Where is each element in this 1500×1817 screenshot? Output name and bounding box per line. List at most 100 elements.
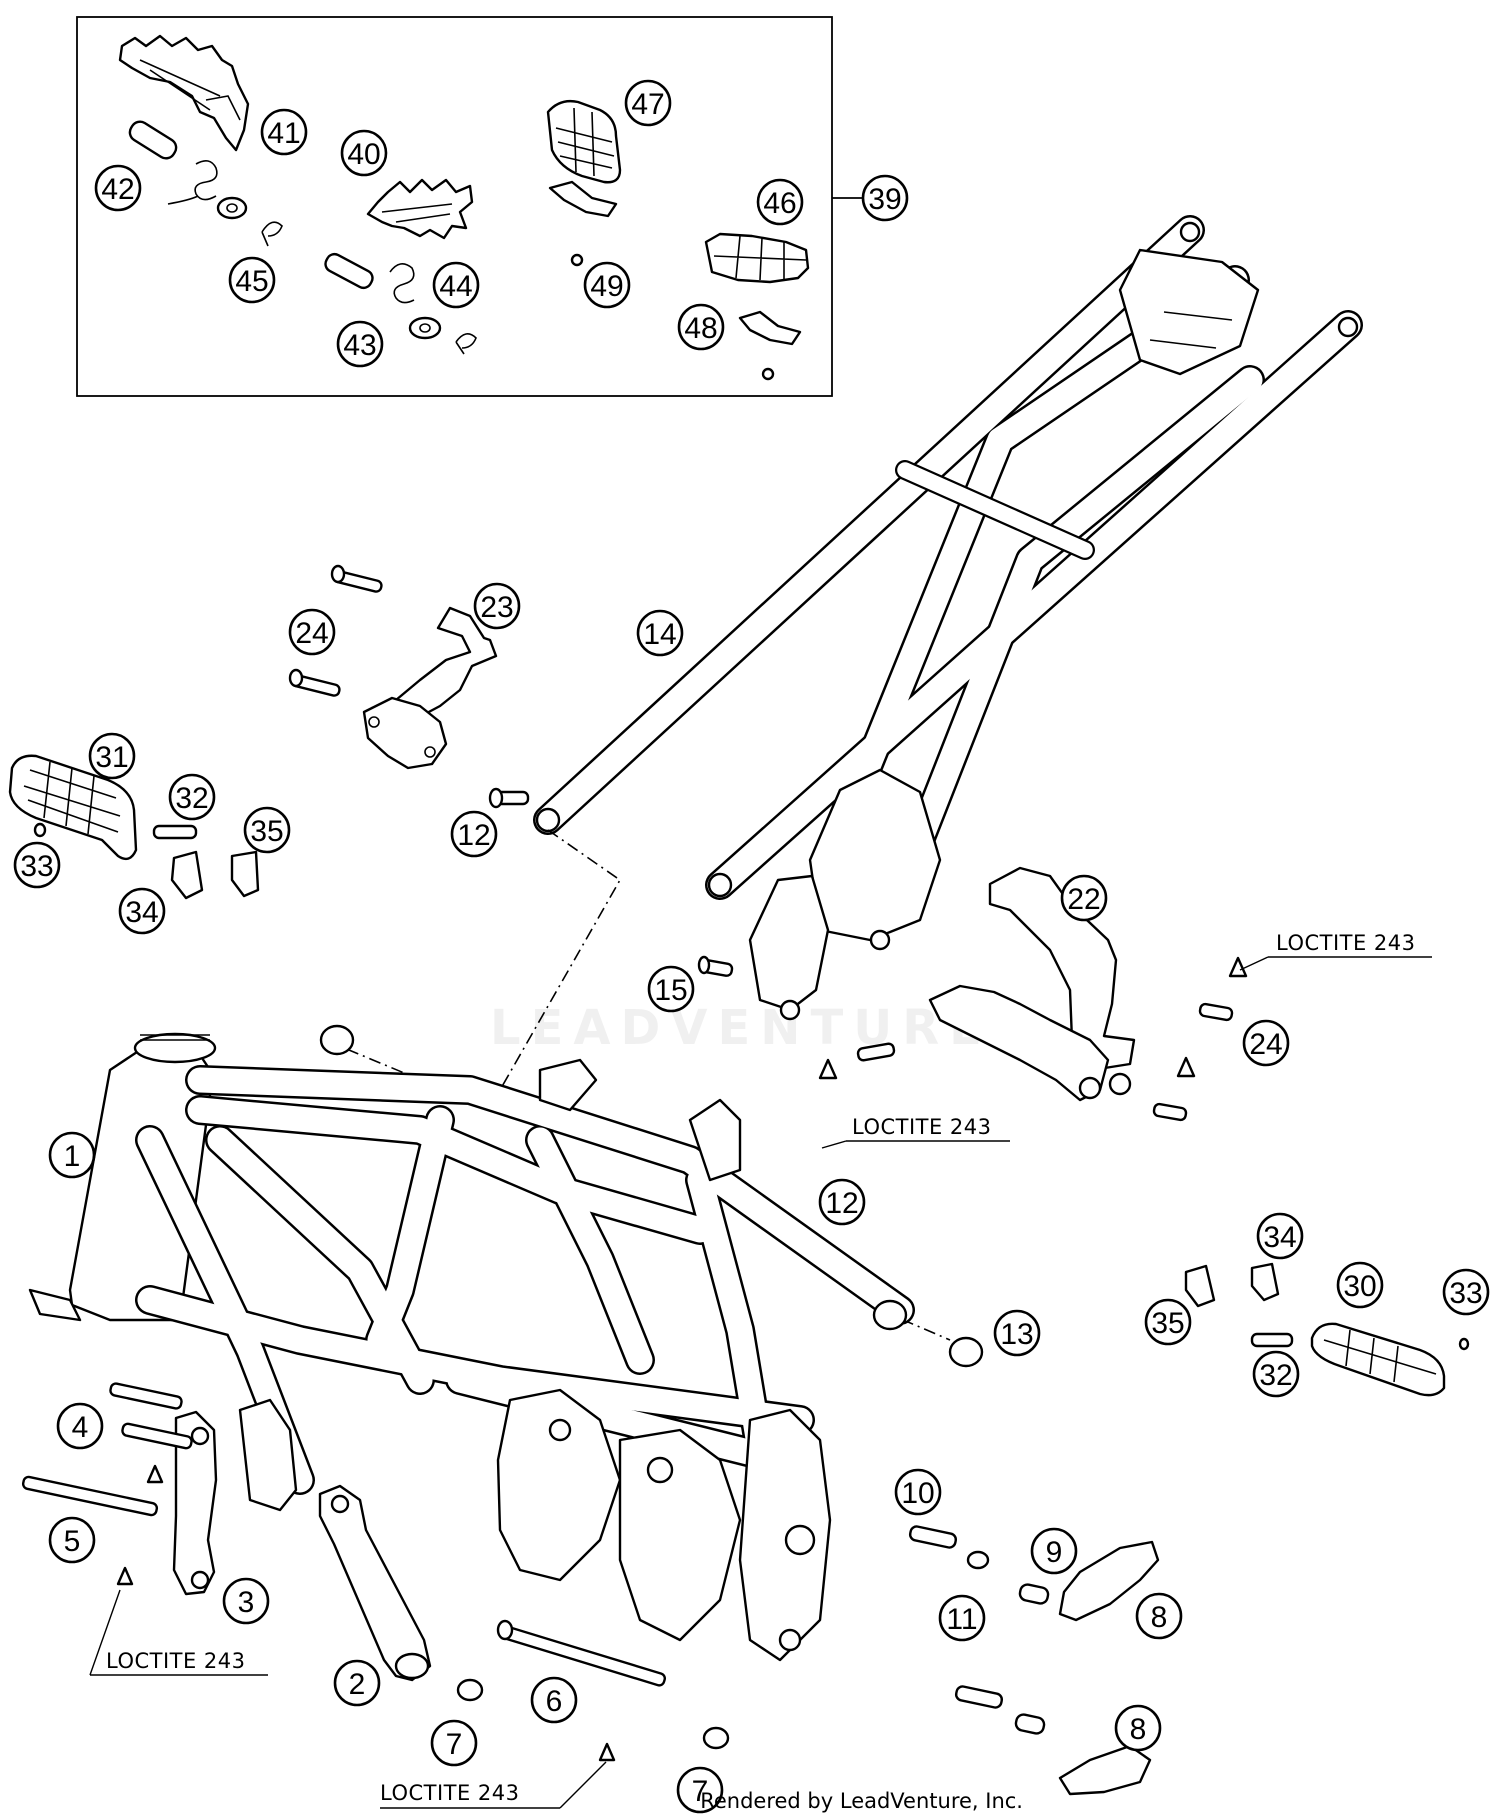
svg-text:34: 34	[125, 896, 158, 929]
svg-text:23: 23	[480, 591, 513, 624]
bolts-24-upper	[288, 564, 383, 697]
svg-text:48: 48	[684, 312, 717, 345]
passenger-footpeg-left	[8, 754, 260, 900]
bolts-4-5	[21, 1382, 193, 1586]
callout-2: 2	[333, 1659, 381, 1707]
assembly-line-cap	[324, 1039, 446, 1091]
plug-13	[948, 1336, 984, 1368]
svg-text:13: 13	[1000, 1318, 1033, 1351]
svg-text:32: 32	[175, 782, 208, 815]
callout-9: 9	[1030, 1527, 1078, 1575]
nuts-7	[456, 1678, 730, 1750]
svg-text:49: 49	[590, 270, 623, 303]
callout-31: 31	[88, 732, 136, 780]
bolt-12-upper	[488, 787, 530, 809]
svg-text:9: 9	[1046, 1536, 1063, 1569]
loctite-label-stand: LOCTITE 243	[106, 1649, 246, 1673]
callout-24b: 24	[1242, 1019, 1290, 1067]
bolt-6	[496, 1619, 666, 1762]
svg-text:7: 7	[692, 1775, 709, 1808]
callout-8b: 8	[1114, 1704, 1162, 1752]
callout-14: 14	[636, 609, 684, 657]
callout-49: 49	[583, 261, 631, 309]
callout-34b: 34	[1256, 1212, 1304, 1260]
svg-text:8: 8	[1130, 1713, 1147, 1746]
svg-text:40: 40	[347, 138, 380, 171]
svg-text:7: 7	[446, 1728, 463, 1761]
footpeg-kit-box	[76, 16, 862, 397]
callout-1: 1	[48, 1131, 96, 1179]
callout-24a: 24	[288, 608, 336, 656]
callout-32b: 32	[1252, 1350, 1300, 1398]
callout-48: 48	[677, 303, 725, 351]
svg-text:12: 12	[825, 1187, 858, 1220]
loctite-label-rear: LOCTITE 243	[1276, 931, 1416, 955]
footrest-parts-8-11	[908, 1525, 1160, 1796]
svg-text:35: 35	[250, 815, 283, 848]
callout-circles: 1 2 3 4 5 6 7 7 8 8 9 10 11 12 12 13 14 …	[13, 79, 1490, 1814]
callout-32a: 32	[168, 773, 216, 821]
main-frame-1	[28, 1024, 915, 1662]
callout-13: 13	[993, 1309, 1041, 1357]
svg-text:44: 44	[439, 270, 472, 303]
callout-8a: 8	[1135, 1592, 1183, 1640]
bolts-24-rear	[818, 956, 1248, 1122]
svg-text:31: 31	[95, 741, 128, 774]
svg-text:5: 5	[64, 1525, 81, 1558]
callout-45: 45	[228, 256, 276, 304]
callout-22: 22	[1060, 874, 1108, 922]
kit-footpeg-41	[118, 34, 283, 247]
svg-text:24: 24	[295, 617, 328, 650]
svg-text:22: 22	[1067, 883, 1100, 916]
kit-footpeg-40	[324, 178, 477, 355]
svg-text:42: 42	[101, 173, 134, 206]
svg-text:10: 10	[901, 1477, 934, 1510]
bracket-23	[362, 606, 498, 770]
loctite-label-bolt: LOCTITE 243	[380, 1781, 520, 1805]
callout-40: 40	[340, 129, 388, 177]
side-stand-bracket-3	[172, 1410, 218, 1596]
callout-15: 15	[647, 965, 695, 1013]
callout-7a: 7	[430, 1719, 478, 1767]
svg-text:2: 2	[349, 1668, 366, 1701]
svg-text:11: 11	[946, 1603, 977, 1636]
svg-text:46: 46	[763, 187, 796, 220]
svg-text:35: 35	[1151, 1307, 1184, 1340]
callout-35b: 35	[1144, 1298, 1192, 1346]
svg-text:30: 30	[1343, 1270, 1376, 1303]
svg-text:33: 33	[1449, 1277, 1482, 1310]
callout-4: 4	[56, 1402, 104, 1450]
svg-text:43: 43	[343, 329, 376, 362]
callout-12b: 12	[818, 1178, 866, 1226]
callout-35a: 35	[243, 806, 291, 854]
svg-text:4: 4	[72, 1411, 89, 1444]
callout-11: 11	[938, 1594, 986, 1642]
callout-33b: 33	[1442, 1268, 1490, 1316]
kit-footpeg-47	[546, 99, 622, 267]
svg-text:24: 24	[1249, 1028, 1282, 1061]
callout-10: 10	[894, 1468, 942, 1516]
callout-46: 46	[756, 178, 804, 226]
kit-footpeg-46	[704, 232, 810, 381]
callout-23: 23	[473, 582, 521, 630]
leadventure-watermark: LEADVENTURE	[490, 1000, 992, 1056]
callout-6: 6	[530, 1676, 578, 1724]
callout-44: 44	[432, 261, 480, 309]
svg-text:3: 3	[238, 1586, 255, 1619]
svg-text:15: 15	[654, 974, 687, 1007]
loctite-labels: LOCTITE 243 LOCTITE 243 LOCTITE 243 LOCT…	[89, 931, 1432, 1809]
svg-text:12: 12	[457, 819, 490, 852]
callout-34a: 34	[118, 887, 166, 935]
svg-text:47: 47	[631, 88, 664, 121]
render-credit: Rendered by LeadVenture, Inc.	[700, 1789, 1023, 1813]
callout-3: 3	[222, 1577, 270, 1625]
svg-text:14: 14	[643, 618, 676, 651]
callout-47: 47	[624, 79, 672, 127]
svg-text:33: 33	[20, 850, 53, 883]
svg-text:39: 39	[868, 183, 901, 216]
loctite-label-frame: LOCTITE 243	[852, 1115, 992, 1139]
svg-text:8: 8	[1151, 1601, 1168, 1634]
callout-43: 43	[336, 320, 384, 368]
callout-7b: 7	[676, 1766, 724, 1814]
